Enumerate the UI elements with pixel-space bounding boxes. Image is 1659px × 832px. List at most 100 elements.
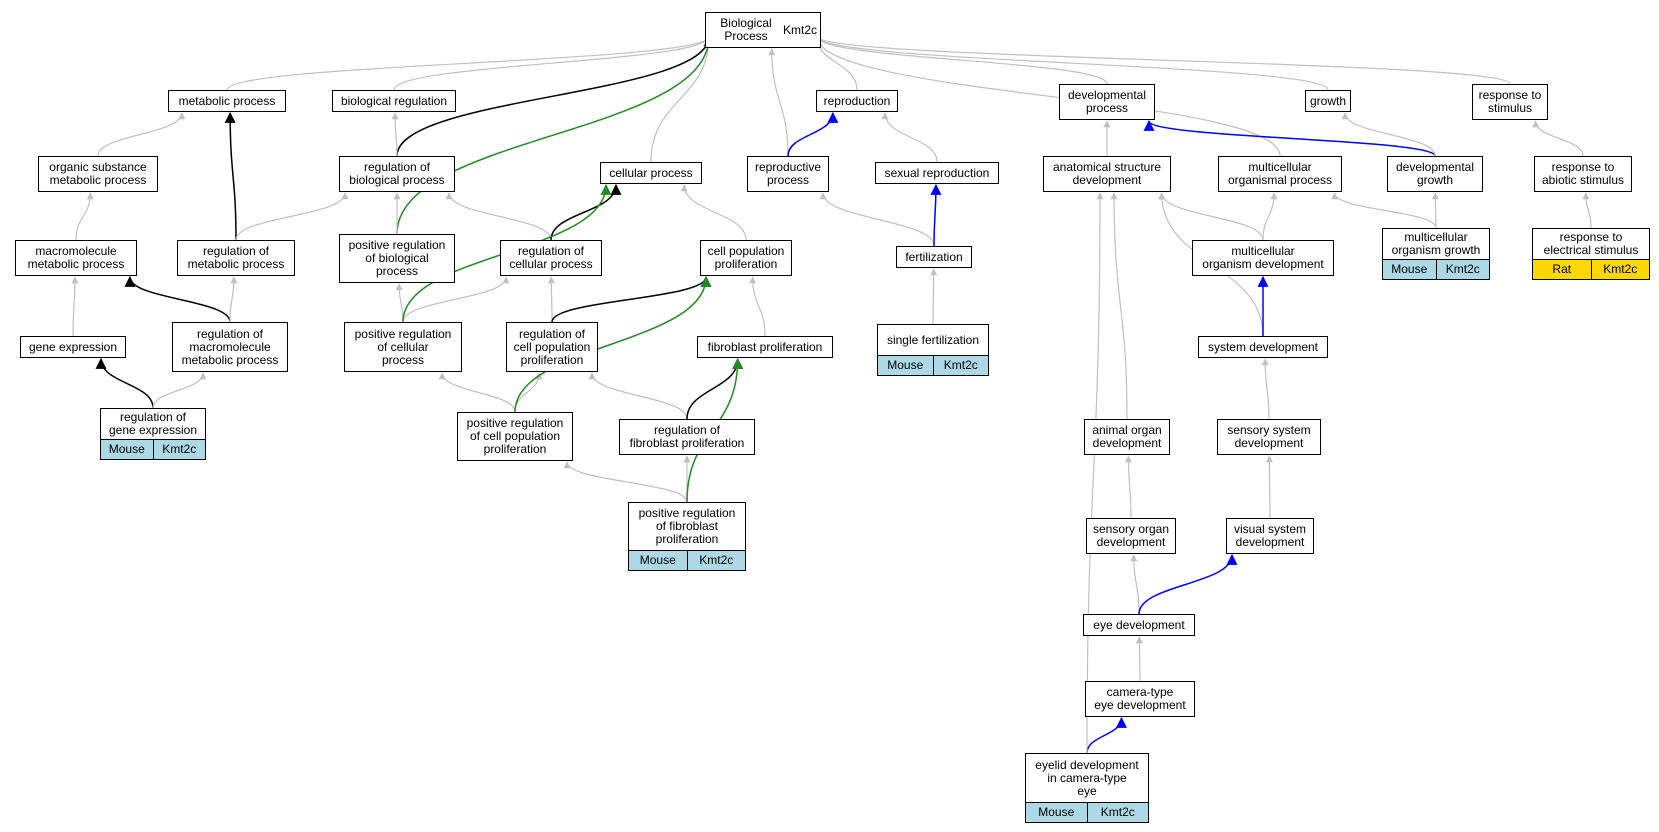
term-label: eyelid development in camera-type eye	[1035, 757, 1139, 798]
term-label: regulation of biological process	[349, 160, 445, 187]
term-label: anatomical structure development	[1052, 160, 1162, 187]
term-node-single-fertilization[interactable]: single fertilization	[877, 324, 989, 356]
part-of-edge	[396, 35, 715, 157]
is-a-edge	[768, 48, 789, 157]
term-node-system-development[interactable]: system development	[1198, 336, 1328, 358]
is-a-edge	[1331, 192, 1437, 229]
part-of-edge	[95, 357, 154, 409]
is-a-edge	[229, 276, 238, 323]
term-label: multicellular organismal process	[1227, 160, 1333, 187]
term-node-positive-regulation-of-biological-process[interactable]: positive regulation of biological proces…	[339, 234, 455, 283]
part-of-edge	[550, 183, 622, 241]
term-node-cellular-process[interactable]: cellular process	[600, 162, 702, 184]
is-a-edge	[547, 276, 555, 323]
term-label: response to electrical stimulus	[1543, 230, 1639, 257]
root-term-label: Biological Process	[720, 16, 772, 43]
term-label: reproductive process	[754, 160, 822, 187]
is-a-edge	[813, 35, 1108, 85]
is-a-edge	[1265, 455, 1273, 519]
term-node-multicellular-organism-development[interactable]: multicellular organism development	[1192, 240, 1334, 276]
term-label: organic substance metabolic process	[49, 160, 147, 187]
is-a-edge	[1262, 192, 1278, 241]
term-node-anatomical-structure-development[interactable]: anatomical structure development	[1043, 156, 1171, 192]
term-node-cell-population-proliferation[interactable]: cell population proliferation	[700, 240, 792, 276]
term-node-growth[interactable]: growth	[1305, 90, 1351, 112]
term-node-biological-regulation[interactable]: biological regulation	[332, 90, 456, 112]
term-label: fertilization	[905, 249, 963, 264]
is-a-edge	[1582, 192, 1592, 229]
is-a-edge	[650, 35, 713, 163]
term-node-regulation-of-fibroblast-proliferation[interactable]: regulation of fibroblast proliferation	[619, 419, 755, 455]
gene-cell: Kmt2c	[1087, 801, 1149, 823]
is-a-edge	[563, 461, 688, 503]
term-label: sexual reproduction	[884, 165, 990, 180]
term-node-response-to-electrical-stimulus[interactable]: response to electrical stimulus	[1532, 228, 1650, 260]
term-node-regulation-of-gene-expression[interactable]: regulation of gene expression	[100, 408, 206, 440]
term-node-organic-substance-metabolic-process[interactable]: organic substance metabolic process	[38, 156, 158, 192]
term-node-regulation-of-biological-process[interactable]: regulation of biological process	[339, 156, 455, 192]
part-of-edge	[551, 275, 712, 323]
is-a-edge	[1086, 192, 1104, 754]
term-node-sexual-reproduction[interactable]: sexual reproduction	[875, 162, 999, 184]
is-a-edge	[813, 35, 1511, 85]
is-a-edge	[1124, 455, 1132, 519]
term-label: camera-type eye development	[1094, 685, 1186, 712]
term-node-positive-regulation-of-cell-population-proliferation[interactable]: positive regulation of cell population p…	[457, 412, 573, 461]
term-node-regulation-of-metabolic-process[interactable]: regulation of metabolic process	[177, 240, 295, 276]
term-label: developmental growth	[1395, 160, 1475, 187]
is-a-edge	[391, 112, 399, 157]
term-node-reproductive-process[interactable]: reproductive process	[747, 156, 829, 192]
term-node-visual-system-development[interactable]: visual system development	[1226, 518, 1314, 554]
is-a-edge	[1135, 636, 1143, 682]
is-a-edge	[1110, 192, 1128, 420]
term-node-fibroblast-proliferation[interactable]: fibroblast proliferation	[697, 336, 833, 358]
is-a-edge	[1130, 554, 1140, 615]
term-node-positive-regulation-of-cellular-process[interactable]: positive regulation of cellular process	[344, 322, 462, 372]
term-node-developmental-process[interactable]: developmental process	[1059, 84, 1155, 120]
is-a-edge	[71, 276, 79, 337]
term-node-multicellular-organism-growth[interactable]: multicellular organism growth	[1382, 228, 1490, 260]
term-node-fertilization[interactable]: fertilization	[896, 246, 972, 268]
gene-cell: Kmt2c	[153, 438, 206, 460]
term-node-sensory-system-development[interactable]: sensory system development	[1217, 419, 1321, 455]
species-cell: Mouse	[628, 549, 688, 571]
is-a-edge	[395, 283, 404, 323]
term-label: regulation of metabolic process	[187, 244, 285, 271]
term-node-animal-organ-development[interactable]: animal organ development	[1084, 419, 1170, 455]
regulates-edge	[1086, 716, 1127, 754]
is-a-edge	[97, 112, 186, 157]
term-node-eye-development[interactable]: eye development	[1083, 614, 1195, 636]
term-label: cellular process	[609, 165, 693, 180]
term-node-eyelid-development-in-camera-type-eye[interactable]: eyelid development in camera-type eye	[1025, 753, 1149, 803]
is-a-edge	[393, 35, 713, 91]
term-node-positive-regulation-of-fibroblast-proliferation[interactable]: positive regulation of fibroblast prolif…	[628, 502, 746, 551]
term-node-response-to-abiotic-stimulus[interactable]: response to abiotic stimulus	[1534, 156, 1632, 192]
is-a-edge	[1341, 112, 1436, 157]
term-node-regulation-of-cell-population-proliferation[interactable]: regulation of cell population proliferat…	[506, 322, 598, 372]
is-a-edge	[813, 35, 1281, 157]
is-a-edge	[680, 184, 747, 241]
term-node-developmental-growth[interactable]: developmental growth	[1387, 156, 1483, 192]
is-a-edge	[402, 276, 510, 323]
term-node-macromolecule-metabolic-process[interactable]: macromolecule metabolic process	[15, 240, 137, 276]
term-node-regulation-of-cellular-process[interactable]: regulation of cellular process	[500, 240, 602, 276]
term-node-multicellular-organismal-process[interactable]: multicellular organismal process	[1218, 156, 1342, 192]
term-node-reproduction[interactable]: reproduction	[816, 90, 898, 112]
term-node-regulation-of-macromolecule-metabolic-process[interactable]: regulation of macromolecule metabolic pr…	[172, 322, 288, 372]
term-node-gene-expression[interactable]: gene expression	[20, 336, 126, 358]
term-node-response-to-stimulus[interactable]: response to stimulus	[1472, 84, 1548, 120]
term-node-sensory-organ-development[interactable]: sensory organ development	[1086, 518, 1176, 554]
is-a-edge	[152, 372, 207, 409]
positively-regulates-edge	[396, 35, 715, 235]
is-a-edge	[1158, 192, 1264, 241]
term-label: positive regulation of cellular process	[354, 326, 452, 367]
term-label: fibroblast proliferation	[707, 339, 823, 354]
term-node-camera-type-eye-development[interactable]: camera-type eye development	[1085, 681, 1195, 717]
term-node-metabolic-process[interactable]: metabolic process	[168, 90, 286, 112]
term-label: regulation of cellular process	[509, 244, 593, 271]
